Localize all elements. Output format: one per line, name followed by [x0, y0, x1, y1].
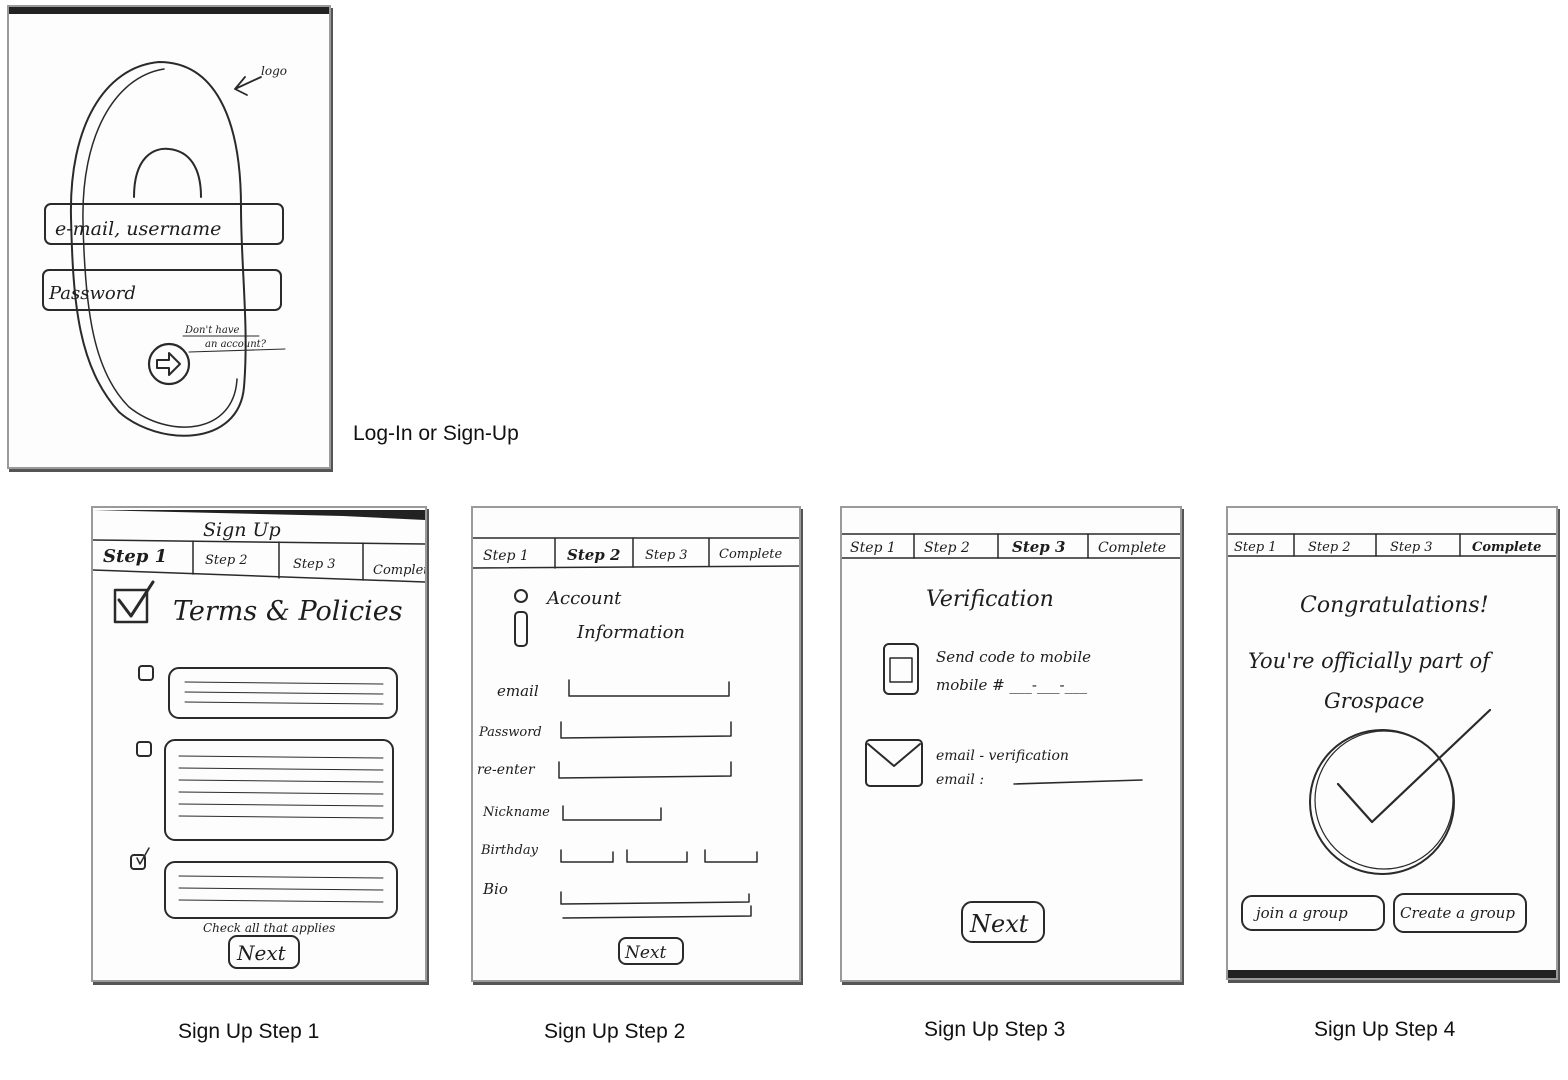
- policy3-textbox: [164, 861, 398, 919]
- step1-note: Check all that applies: [203, 921, 335, 935]
- reenter-input[interactable]: [558, 761, 732, 779]
- envelope-icon: [865, 739, 923, 787]
- caption-step1: Sign Up Step 1: [178, 1020, 320, 1043]
- login-arrow-button[interactable]: [147, 342, 191, 386]
- step4-title: Congratulations!: [1300, 593, 1489, 618]
- step3-next-button[interactable]: Next: [961, 901, 1045, 943]
- password-input[interactable]: [560, 721, 732, 739]
- step2-next-button[interactable]: Next: [618, 937, 684, 965]
- step1-sketch-drawing: Sign Up Step 1 Step 2 Step 3 Complete Te…: [93, 510, 425, 969]
- policy1-textbox: [168, 667, 398, 719]
- caption-step3: Sign Up Step 3: [924, 1018, 1066, 1041]
- step3-tab-step1[interactable]: Step 1: [850, 540, 896, 556]
- step2-tab-step3[interactable]: Step 3: [645, 548, 688, 563]
- step2-tab-complete[interactable]: Complete: [719, 547, 782, 562]
- step2-tab-step1[interactable]: Step 1: [483, 548, 529, 564]
- step2-sketch-drawing: Step 1 Step 2 Step 3 Complete Account In…: [473, 537, 799, 965]
- birthday-month-input[interactable]: [560, 849, 614, 863]
- step4-sketch-drawing: Step 1 Step 2 Step 3 Complete Congratula…: [1228, 533, 1556, 978]
- policy2-checkbox[interactable]: [136, 741, 152, 757]
- step3-sketch-drawing: Step 1 Step 2 Step 3 Complete Verificati…: [842, 533, 1180, 943]
- join-group-label: join a group: [1253, 904, 1348, 922]
- step1-tab-complete[interactable]: Complete: [373, 563, 425, 578]
- bio-input[interactable]: [560, 891, 750, 905]
- signup-step1-sketch: Sign Up Step 1 Step 2 Step 3 Complete Te…: [91, 506, 427, 982]
- mobile-line1: Send code to mobile: [936, 648, 1091, 666]
- step1-next-button[interactable]: Next: [228, 935, 300, 969]
- info-icon: [514, 589, 528, 647]
- email-verification-line1: email - verification: [936, 748, 1069, 764]
- step2-tab-bar: Step 1 Step 2 Step 3 Complete: [473, 537, 799, 569]
- label-nickname: Nickname: [482, 805, 550, 820]
- signup-step4-sketch: Step 1 Step 2 Step 3 Complete Congratula…: [1226, 506, 1558, 980]
- label-bio: Bio: [482, 880, 508, 898]
- label-password: Password: [478, 725, 542, 740]
- policy1-checkbox[interactable]: [138, 665, 154, 681]
- email-verification-input[interactable]: [1013, 779, 1143, 785]
- step1-tab-step2[interactable]: Step 2: [205, 553, 248, 568]
- step3-tab-complete[interactable]: Complete: [1098, 540, 1166, 556]
- step1-header: Sign Up: [203, 519, 281, 541]
- step1-next-label: Next: [236, 941, 287, 965]
- signup-link-line1: Don't have: [184, 325, 239, 336]
- nickname-input[interactable]: [562, 805, 662, 821]
- join-group-button[interactable]: join a group: [1241, 895, 1385, 931]
- step3-tab-step3[interactable]: Step 3: [1012, 538, 1065, 556]
- birthday-year-input[interactable]: [704, 849, 758, 863]
- email-username-placeholder: e-mail, username: [55, 218, 221, 240]
- logo-note: logo: [261, 64, 287, 78]
- step4-tab-step3[interactable]: Step 3: [1390, 540, 1433, 555]
- email-input[interactable]: [568, 679, 730, 697]
- create-group-label: Create a group: [1400, 904, 1515, 922]
- step4-line1: You're officially part of: [1248, 649, 1493, 673]
- step1-title: Terms & Policies: [173, 596, 403, 627]
- password-field[interactable]: [42, 269, 282, 311]
- label-email: email: [497, 682, 539, 700]
- caption-login: Log-In or Sign-Up: [353, 422, 519, 445]
- policy3-checkbox[interactable]: [130, 854, 146, 870]
- caption-step2: Sign Up Step 2: [544, 1020, 686, 1043]
- terms-checkbox[interactable]: [113, 588, 149, 624]
- label-reenter: re-enter: [477, 762, 536, 778]
- login-screen-sketch: logo e-mail, username Password Don't hav…: [7, 5, 331, 469]
- signup-link[interactable]: Don't have an account?: [182, 325, 286, 353]
- policy2-textbox: [164, 739, 394, 841]
- step4-line2: Grospace: [1324, 689, 1424, 713]
- step2-next-label: Next: [624, 943, 667, 963]
- label-birthday: Birthday: [480, 843, 539, 858]
- login-sketch-drawing: logo e-mail, username Password Don't hav…: [9, 7, 329, 437]
- mobile-phone-icon: [883, 643, 919, 695]
- birthday-day-input[interactable]: [626, 849, 688, 863]
- step2-tab-step2[interactable]: Step 2: [567, 546, 620, 564]
- step3-next-label: Next: [969, 910, 1029, 938]
- logo-icon: [69, 61, 247, 437]
- email-username-field[interactable]: [44, 203, 284, 245]
- step2-title-line2: Information: [576, 622, 685, 643]
- step3-tab-bar: Step 1 Step 2 Step 3 Complete: [842, 533, 1180, 559]
- success-check-icon: [1309, 708, 1492, 875]
- step2-title-line1: Account: [545, 588, 622, 609]
- caption-step4: Sign Up Step 4: [1314, 1018, 1456, 1041]
- step3-tab-step2[interactable]: Step 2: [924, 540, 970, 556]
- create-group-button[interactable]: Create a group: [1393, 893, 1527, 933]
- signup-step2-sketch: Step 1 Step 2 Step 3 Complete Account In…: [471, 506, 801, 982]
- step4-tab-complete[interactable]: Complete: [1472, 540, 1541, 555]
- step4-tab-step2[interactable]: Step 2: [1308, 540, 1351, 555]
- mobile-line2[interactable]: mobile # ___-___-___: [936, 676, 1088, 694]
- check-icon: [117, 580, 155, 618]
- step4-tab-step1[interactable]: Step 1: [1234, 540, 1277, 555]
- password-placeholder: Password: [48, 283, 136, 304]
- step1-tab-bar: Step 1 Step 2 Step 3 Complete: [93, 539, 425, 583]
- signup-link-line2: an account?: [205, 339, 267, 350]
- signup-step3-sketch: Step 1 Step 2 Step 3 Complete Verificati…: [840, 506, 1182, 982]
- step4-tab-bar: Step 1 Step 2 Step 3 Complete: [1228, 533, 1556, 557]
- arrow-right-icon: [156, 352, 181, 376]
- email-verification-line2: email :: [936, 772, 984, 788]
- step1-tab-step1[interactable]: Step 1: [103, 546, 167, 567]
- step1-tab-step3[interactable]: Step 3: [293, 557, 336, 572]
- step3-title: Verification: [926, 587, 1054, 612]
